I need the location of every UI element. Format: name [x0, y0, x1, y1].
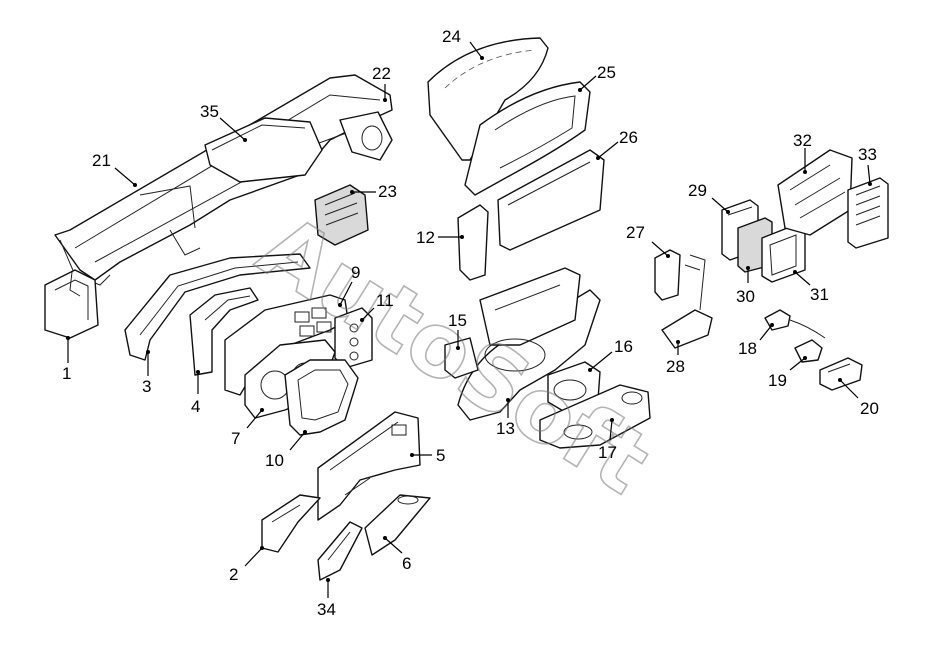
svg-text:19: 19 — [768, 371, 787, 390]
part-17-rear-console — [539, 384, 651, 449]
svg-text:32: 32 — [793, 131, 812, 150]
svg-text:13: 13 — [496, 419, 515, 438]
svg-text:22: 22 — [372, 64, 391, 83]
part-26-glovebox-lid — [497, 149, 605, 251]
callout-32: 32 — [793, 131, 812, 174]
svg-text:6: 6 — [402, 554, 411, 573]
svg-text:12: 12 — [416, 228, 435, 247]
callout-16: 16 — [588, 337, 633, 372]
part-18-harness — [764, 309, 826, 339]
part-20-cover-plate — [819, 357, 863, 391]
part-19-sensor — [794, 339, 823, 363]
callout-18: 18 — [738, 323, 774, 358]
callout-20: 20 — [838, 378, 879, 418]
part-24-upper-cover — [427, 37, 549, 161]
part-2-knee-bracket — [261, 494, 321, 553]
part-6-bracket — [364, 494, 431, 556]
callout-3: 3 — [142, 350, 151, 396]
part-12-side-trim — [457, 204, 489, 281]
part-4-cluster-frame — [189, 287, 259, 376]
part-33-fuse-panel — [847, 177, 889, 249]
callout-33: 33 — [858, 145, 877, 186]
part-34-bracket — [317, 521, 363, 581]
callout-19: 19 — [768, 356, 807, 390]
part-27-bracket — [654, 249, 681, 301]
callout-29: 29 — [688, 181, 730, 214]
part-5-lower-panel — [317, 411, 421, 521]
svg-text:11: 11 — [376, 291, 394, 310]
callout-21: 21 — [92, 151, 137, 187]
callout-25: 25 — [578, 63, 616, 92]
svg-text:7: 7 — [231, 429, 240, 448]
svg-text:30: 30 — [736, 287, 755, 306]
part-1-side-panel — [44, 269, 99, 339]
svg-text:1: 1 — [62, 364, 71, 383]
part-3-instrument-hood — [124, 253, 311, 361]
callout-7: 7 — [231, 408, 264, 448]
svg-text:4: 4 — [191, 397, 200, 416]
callout-17: 17 — [598, 418, 617, 462]
callout-9: 9 — [338, 263, 360, 307]
svg-text:34: 34 — [317, 600, 336, 619]
svg-text:10: 10 — [265, 451, 284, 470]
callout-11: 11 — [360, 291, 394, 322]
callout-30: 30 — [736, 266, 755, 306]
svg-text:28: 28 — [666, 357, 685, 376]
callout-4: 4 — [191, 370, 200, 416]
part-25-airbag-cover — [464, 81, 591, 196]
callout-6: 6 — [383, 536, 411, 573]
callout-5: 5 — [410, 446, 445, 465]
svg-text:15: 15 — [448, 311, 467, 330]
part-dashboard-carrier — [54, 74, 393, 286]
svg-text:24: 24 — [442, 27, 461, 46]
svg-text:20: 20 — [860, 399, 879, 418]
callout-23: 23 — [350, 182, 397, 201]
callout-26: 26 — [596, 128, 638, 160]
svg-text:16: 16 — [614, 337, 633, 356]
callout-1: 1 — [62, 336, 71, 383]
svg-text:3: 3 — [142, 377, 151, 396]
svg-text:2: 2 — [229, 565, 238, 584]
callout-13: 13 — [496, 398, 515, 438]
part-13-center-console — [457, 267, 601, 421]
callout-27: 27 — [626, 223, 670, 258]
part-28-mount-bracket — [661, 254, 713, 349]
svg-text:31: 31 — [810, 285, 829, 304]
svg-text:25: 25 — [597, 63, 616, 82]
callout-34: 34 — [317, 578, 336, 619]
callout-35: 35 — [200, 102, 247, 142]
callout-10: 10 — [265, 430, 307, 470]
svg-text:29: 29 — [688, 181, 707, 200]
callout-2: 2 — [229, 546, 264, 584]
callout-24: 24 — [442, 27, 484, 60]
svg-text:9: 9 — [351, 263, 360, 282]
callout-15: 15 — [448, 311, 467, 350]
svg-text:18: 18 — [738, 339, 757, 358]
svg-text:23: 23 — [378, 182, 397, 201]
svg-text:17: 17 — [598, 443, 617, 462]
part-10-cluster-bezel — [284, 359, 359, 436]
svg-text:26: 26 — [619, 128, 638, 147]
part-23-switch-block — [314, 184, 369, 246]
svg-text:27: 27 — [626, 223, 645, 242]
callout-28: 28 — [666, 340, 685, 376]
part-15-bracket — [444, 337, 479, 379]
svg-text:5: 5 — [436, 446, 445, 465]
callout-12: 12 — [416, 228, 464, 247]
svg-text:21: 21 — [92, 151, 111, 170]
svg-text:35: 35 — [200, 102, 219, 121]
svg-text:33: 33 — [858, 145, 877, 164]
callout-31: 31 — [793, 270, 829, 304]
part-32-junction-box — [777, 149, 853, 236]
callout-22: 22 — [372, 64, 391, 102]
part-11-switch-pack — [334, 307, 373, 369]
